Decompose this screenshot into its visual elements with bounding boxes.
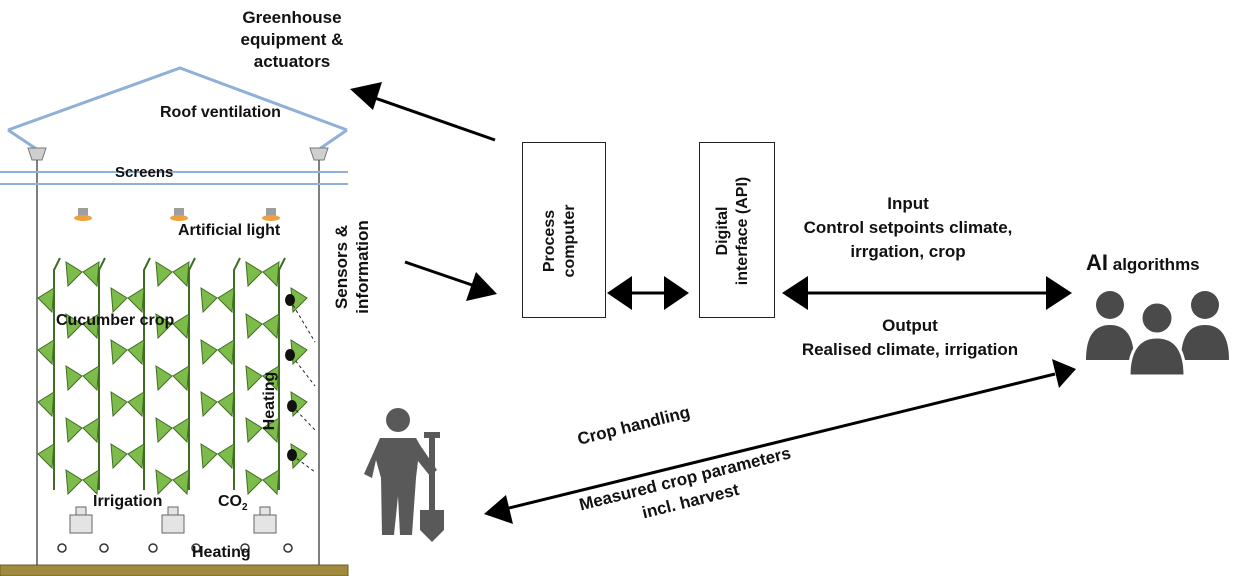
- cucumber-leaf: [262, 469, 280, 496]
- greenhouse-ground: [0, 564, 349, 576]
- cucumber-leaf: [82, 469, 100, 496]
- people-icon: [1086, 291, 1229, 378]
- cucumber-leaf: [82, 365, 100, 392]
- greenhouse-roof: [7, 66, 348, 132]
- arrow-process-api-right-head: [664, 276, 689, 310]
- cucumber-leaf: [110, 391, 128, 418]
- roof-gutter-left: [7, 128, 39, 152]
- cucumber-leaf: [200, 391, 218, 418]
- cucumber-leaf: [127, 443, 145, 470]
- cucumber-leaf: [127, 287, 145, 314]
- cucumber-leaf: [127, 391, 145, 418]
- input-block: Input Control setpoints climate, irrgati…: [803, 194, 1013, 261]
- sensor-dots: [285, 294, 297, 461]
- cucumber-leaf: [155, 469, 173, 496]
- arrow-to-equipment-line: [371, 95, 496, 142]
- arrow-grower-ai-left-head: [484, 495, 513, 524]
- cucumber-leaf: [37, 287, 55, 314]
- digital-interface-label: Digital interface (API): [714, 176, 751, 286]
- cucumber-leaf: [245, 469, 263, 496]
- co2-label: CO2: [218, 493, 248, 514]
- cucumber-leaf: [110, 443, 128, 470]
- heating-pipes: [57, 543, 293, 553]
- lamp-right: [262, 208, 280, 221]
- cucumber-leaf: [172, 261, 190, 288]
- cucumber-leaf: [245, 417, 263, 444]
- artificial-light-label: Artificial light: [178, 222, 281, 239]
- cucumber-leaf: [200, 339, 218, 366]
- cucumber-leaf: [82, 417, 100, 444]
- cucumber-leaf: [172, 417, 190, 444]
- cucumber-leaf: [262, 261, 280, 288]
- cucumber-leaf: [155, 261, 173, 288]
- cucumber-leaf: [82, 261, 100, 288]
- cucumber-leaf: [65, 365, 83, 392]
- cucumber-leaf: [245, 365, 263, 392]
- cucumber-leaf: [110, 339, 128, 366]
- irrigation-label: Irrigation: [93, 493, 163, 510]
- cucumber-leaf: [245, 261, 263, 288]
- roof-gutter-right: [317, 128, 348, 152]
- cucumber-leaf: [82, 313, 100, 340]
- roof-ventilation-label: Roof ventilation: [160, 104, 281, 121]
- arrow-grower-ai-line: [504, 372, 1056, 511]
- cucumber-leaf: [172, 365, 190, 392]
- cucumber-leaf: [217, 287, 235, 314]
- lamp-middle: [170, 208, 188, 221]
- arrow-from-sensors-line: [404, 260, 473, 287]
- cucumber-leaf: [127, 339, 145, 366]
- cucumber-leaf: [37, 443, 55, 470]
- ai-algorithms-label: AI algorithms: [1086, 250, 1200, 275]
- cucumber-leaf: [200, 287, 218, 314]
- arrow-process-api-left-head: [607, 276, 632, 310]
- sensors-information-label: Sensors & information: [332, 220, 373, 314]
- process-computer-label: Process computer: [541, 204, 578, 278]
- arrow-api-ai-left-head: [782, 276, 808, 310]
- cucumber-leaf: [217, 391, 235, 418]
- arrow-from-sensors-head: [466, 272, 497, 301]
- cucumber-leaf: [262, 417, 280, 444]
- cucumber-leaf: [217, 339, 235, 366]
- cucumber-leaf: [110, 287, 128, 314]
- cucumber-leaf: [262, 313, 280, 340]
- arrow-grower-ai-right-head: [1052, 359, 1076, 388]
- cucumber-leaf: [155, 313, 173, 340]
- grower-icon: [364, 408, 444, 542]
- digital-interface-box: [699, 142, 775, 318]
- cucumber-plants: [37, 257, 308, 496]
- cucumber-leaf: [65, 261, 83, 288]
- cucumber-leaf: [65, 313, 83, 340]
- arrow-api-ai-right-head: [1046, 276, 1072, 310]
- cucumber-leaf: [172, 313, 190, 340]
- heating-bottom-label: Heating: [192, 544, 251, 561]
- cucumber-leaf: [172, 469, 190, 496]
- cucumber-leaf: [155, 365, 173, 392]
- cucumber-leaf: [155, 417, 173, 444]
- screens-label: Screens: [115, 164, 174, 181]
- arrow-to-equipment-head: [350, 82, 382, 110]
- gutter-bracket-left: [27, 147, 47, 161]
- lamp-left: [74, 208, 92, 221]
- equipment-actuators-label: Greenhouse equipment & actuators: [240, 8, 344, 72]
- cucumber-leaf: [37, 391, 55, 418]
- cucumber-leaf: [262, 365, 280, 392]
- cucumber-leaf: [217, 443, 235, 470]
- cucumber-leaf: [65, 417, 83, 444]
- cucumber-crop-label: Cucumber crop: [56, 312, 175, 329]
- irrigation-drippers: [69, 506, 277, 534]
- heating-sensors: [289, 299, 316, 473]
- process-computer-box: [522, 142, 606, 318]
- cucumber-leaf: [245, 313, 263, 340]
- heating-side-label: Heating: [261, 371, 278, 431]
- cucumber-leaf: [37, 339, 55, 366]
- cucumber-leaf: [65, 469, 83, 496]
- cucumber-leaf: [200, 443, 218, 470]
- gutter-bracket-right: [309, 147, 329, 161]
- output-block: Output Realised climate, irrigation: [801, 316, 1019, 359]
